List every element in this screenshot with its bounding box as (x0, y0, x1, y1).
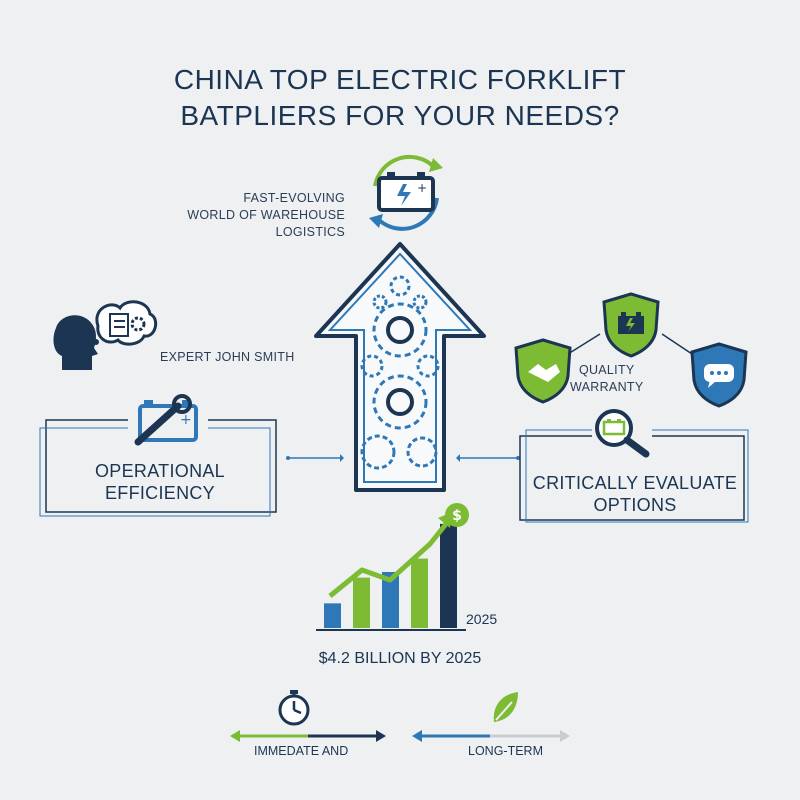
head-thought-icon (53, 300, 158, 370)
battery-cycle-icon: + (369, 155, 443, 231)
logistics-line-2: WORLD OF WAREHOUSE (187, 208, 345, 222)
expert-label: EXPERT JOHN SMITH (160, 350, 295, 364)
svg-text:$: $ (452, 508, 462, 524)
battery-shield-icon (602, 292, 660, 358)
dollar-icon: $ (445, 503, 469, 527)
svg-text:+: + (417, 181, 427, 195)
evaluate-line-2: OPTIONS (593, 495, 677, 515)
operational-efficiency-label: OPERATIONAL EFFICIENCY (40, 460, 280, 504)
long-term-arrow (412, 730, 570, 742)
title-line-1: CHINA TOP ELECTRIC FORKLIFT (173, 64, 627, 95)
growth-bar (353, 577, 370, 628)
immediate-arrow (230, 730, 386, 742)
growth-bar (411, 558, 428, 628)
page-title: CHINA TOP ELECTRIC FORKLIFT BATPLIERS FO… (0, 62, 800, 134)
logistics-line-3: LOGISTICS (275, 225, 345, 239)
quality-line-1: QUALITY (578, 363, 635, 377)
magnifier-battery-icon (595, 409, 650, 458)
operational-line-1: OPERATIONAL (95, 461, 225, 481)
quality-warranty-label: QUALITY WARRANTY (570, 362, 643, 396)
operational-line-2: EFFICIENCY (104, 483, 215, 503)
market-size-caption: $4.2 BILLION BY 2025 (318, 650, 482, 667)
quality-line-2: WARRANTY (570, 380, 644, 394)
timeline-right-label: LONG-TERM (468, 744, 543, 758)
logistics-note: FAST-EVOLVING WORLD OF WAREHOUSE LOGISTI… (187, 190, 345, 241)
growth-bar (324, 603, 341, 628)
left-connector (286, 454, 344, 462)
timeline-left-label: IMMEDATE AND (254, 744, 349, 758)
handshake-shield-icon (514, 338, 572, 404)
svg-text:+: + (180, 412, 192, 428)
title-line-2: BATPLIERS FOR YOUR NEEDS? (180, 100, 620, 131)
chat-shield-icon (690, 342, 748, 408)
logistics-line-1: FAST-EVOLVING (243, 191, 345, 205)
growth-bar (440, 523, 457, 628)
growth-bar (382, 572, 399, 628)
critically-evaluate-label: CRITICALLY EVALUATE OPTIONS (520, 472, 750, 516)
shield-connectors (567, 333, 693, 355)
year-label: 2025 (466, 611, 498, 627)
leaf-icon (493, 692, 518, 722)
evaluate-line-1: CRITICALLY EVALUATE (532, 473, 738, 493)
stopwatch-icon (278, 690, 310, 726)
battery-wrench-icon: + (134, 394, 198, 446)
gears-arrow-icon (314, 242, 486, 492)
right-connector (456, 454, 520, 462)
